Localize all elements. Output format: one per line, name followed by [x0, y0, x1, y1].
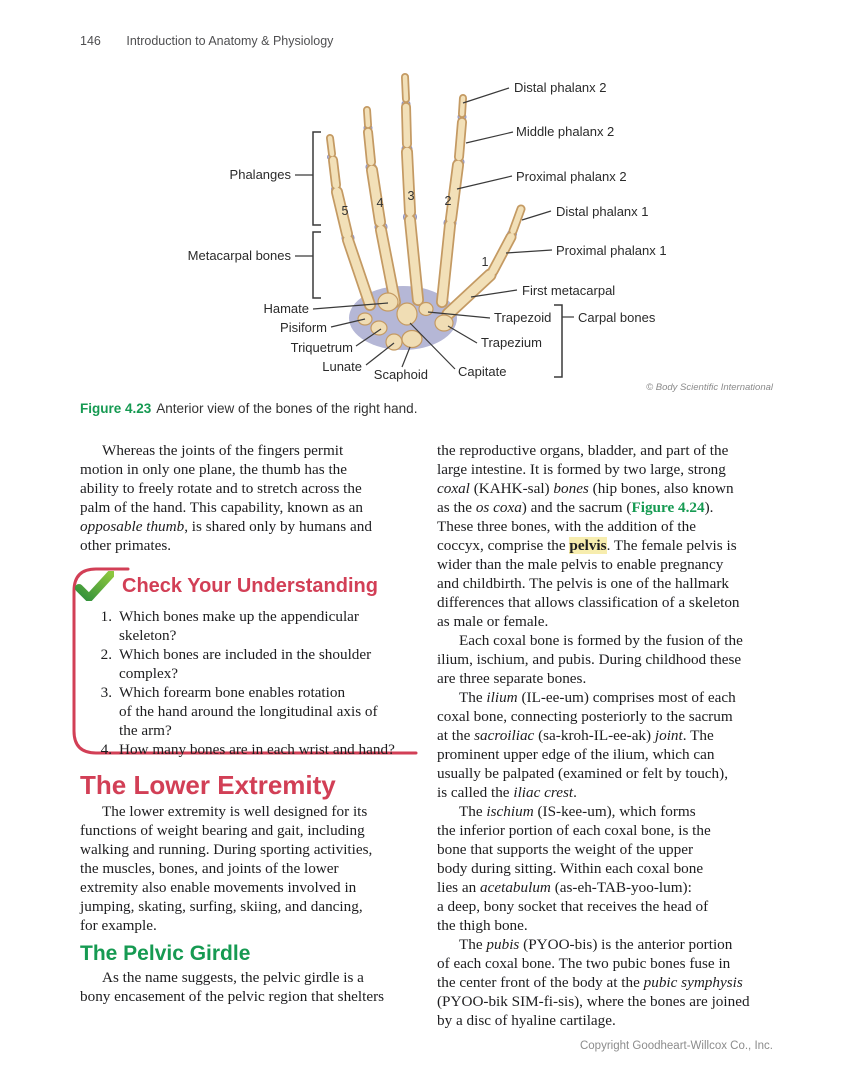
question-text: How many bones are in each wrist and han…	[119, 741, 395, 758]
cyu-question: 3. Which forearm bone enables rotation o…	[90, 683, 418, 740]
left-column: Whereas the joints of the fingers permit…	[72, 441, 425, 1006]
question-text: Which forearm bone enables rotation of t…	[119, 684, 378, 739]
question-number: 3.	[100, 684, 112, 701]
hand-bones-illustration: Distal phalanx 2 Middle phalanx 2 Proxim…	[188, 73, 667, 382]
label-middle-phalanx-2: Middle phalanx 2	[516, 124, 614, 139]
question-number: 4.	[100, 741, 112, 758]
label-distal-phalanx-1: Distal phalanx 1	[556, 204, 649, 219]
digit-number-4: 4	[377, 196, 384, 210]
label-proximal-phalanx-1: Proximal phalanx 1	[556, 243, 667, 258]
label-scaphoid: Scaphoid	[374, 367, 428, 382]
question-text: Which bones make up the appendicular ske…	[119, 608, 359, 644]
label-trapezium: Trapezium	[481, 335, 542, 350]
paragraph-opposable-thumb: Whereas the joints of the fingers permit…	[80, 442, 372, 554]
figure-caption: Figure 4.23 Anterior view of the bones of…	[80, 401, 417, 416]
copyright-footer: Copyright Goodheart-Willcox Co., Inc.	[579, 1040, 773, 1052]
figure-brackets	[312, 131, 563, 378]
label-carpal-bones: Carpal bones	[578, 310, 656, 325]
page-number: 146	[80, 34, 101, 48]
label-metacarpal-bones: Metacarpal bones	[188, 248, 292, 263]
cyu-question: 4. How many bones are in each wrist and …	[90, 740, 418, 759]
cyu-title: Check Your Understanding	[122, 574, 378, 597]
label-triquetrum: Triquetrum	[291, 340, 353, 355]
paragraph-ilium: The ilium (IL-ee-um) comprises most of e…	[437, 689, 736, 801]
label-trapezoid: Trapezoid	[494, 310, 551, 325]
label-proximal-phalanx-2: Proximal phalanx 2	[516, 169, 627, 184]
digit-number-5: 5	[342, 204, 349, 218]
heading-pelvic-girdle: The Pelvic Girdle	[80, 942, 251, 965]
digit-number-1: 1	[482, 255, 489, 269]
figure-credit: © Body Scientific International	[646, 382, 773, 393]
bone-fills	[327, 74, 524, 319]
carpal-bone-shapes	[357, 292, 454, 351]
cyu-question: 2. Which bones are included in the shoul…	[90, 645, 418, 683]
heading-lower-extremity: The Lower Extremity	[80, 770, 336, 800]
label-first-metacarpal: First metacarpal	[522, 283, 615, 298]
leader-lines	[295, 87, 574, 370]
question-number: 2.	[100, 646, 112, 663]
cyu-header: Check Your Understanding	[66, 563, 422, 605]
cyu-question: 1. Which bones make up the appendicular …	[90, 607, 418, 645]
paragraph-lower-extremity: The lower extremity is well designed for…	[80, 803, 373, 934]
question-text: Which bones are included in the shoulder…	[119, 646, 372, 682]
figure-caption-label: Figure 4.23	[80, 401, 152, 416]
label-lunate: Lunate	[322, 359, 362, 374]
paragraph-coxal-fusion: Each coxal bone is formed by the fusion …	[437, 632, 743, 687]
question-number: 1.	[100, 608, 112, 625]
label-distal-phalanx-2: Distal phalanx 2	[514, 80, 607, 95]
figure-caption-text: Anterior view of the bones of the right …	[156, 401, 418, 416]
page-header: 146 Introduction to Anatomy & Physiology	[80, 34, 333, 48]
label-capitate: Capitate	[458, 364, 506, 379]
check-your-understanding-box: Check Your Understanding 1. Which bones …	[66, 563, 422, 761]
label-phalanges: Phalanges	[230, 167, 292, 182]
right-column: the reproductive organs, bladder, and pa…	[437, 441, 782, 1030]
digit-number-3: 3	[408, 189, 415, 203]
cyu-question-list: 1. Which bones make up the appendicular …	[66, 605, 422, 759]
digit-number-2: 2	[445, 194, 452, 208]
cyu-border-swoosh	[72, 567, 418, 755]
running-title: Introduction to Anatomy & Physiology	[126, 34, 334, 48]
label-pisiform: Pisiform	[280, 320, 327, 335]
label-hamate: Hamate	[263, 301, 309, 316]
paragraph-pubis: The pubis (PYOO-bis) is the anterior por…	[437, 936, 750, 1029]
checkmark-icon	[75, 571, 114, 601]
paragraph-ischium: The ischium (IS-kee-um), which forms the…	[437, 803, 711, 934]
paragraph-pelvic-girdle: As the name suggests, the pelvic girdle …	[80, 969, 385, 1005]
paragraph-pelvis: the reproductive organs, bladder, and pa…	[437, 442, 740, 630]
